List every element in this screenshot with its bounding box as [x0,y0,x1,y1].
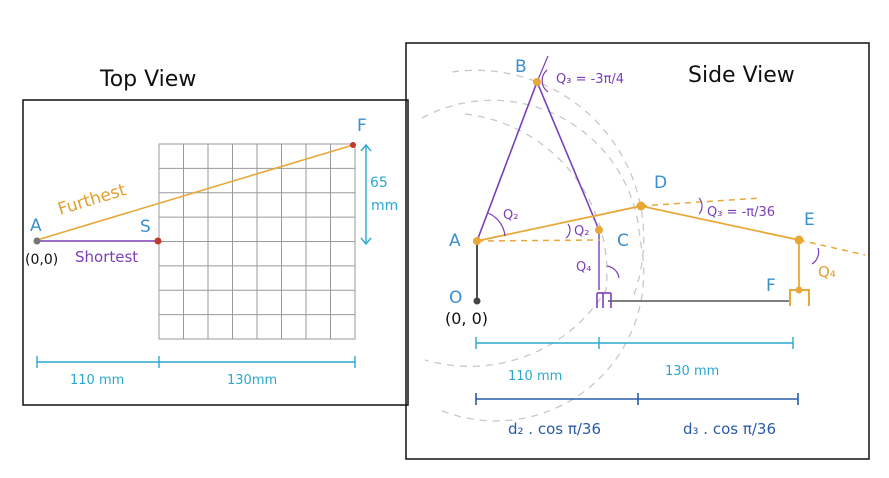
top-dim-left: 110 mm [70,373,124,388]
point-a-dot [473,237,481,245]
side-formula-left: d₂ . cos π/36 [508,420,601,438]
inner-reach-arc [424,113,608,367]
side-dim-right: 130 mm [665,364,719,379]
height-dimension [360,143,372,246]
side-origin-label: (0, 0) [445,309,488,328]
side-point-c-label: C [617,231,629,251]
q4-right-label: Q₄ [818,263,836,281]
point-e-dot [794,235,804,245]
side-formula-right: d₃ . cos π/36 [683,420,776,438]
side-view-panel: Side View [405,42,870,460]
top-point-s-label: S [140,217,151,237]
reach-circles [421,69,645,422]
side-upper-dimension [475,337,794,349]
point-s-dot [154,237,162,245]
top-dim-right: 130mm [227,373,277,388]
side-dim-left: 110 mm [508,369,562,384]
outer-reach-arc [451,69,645,301]
side-view-frame [405,42,870,460]
q4-left-label: Q₄ [576,260,591,275]
point-c-dot [595,226,603,234]
height-value: 65 [370,175,388,191]
side-point-e-label: E [804,210,815,230]
d-extension-dashed [640,197,761,207]
side-point-b-label: B [515,57,527,77]
upper-arm-extension [536,55,549,83]
q3-right-label: Q₃ = -π/36 [707,205,775,220]
q3-top-label: Q₃ = -3π/4 [556,72,624,87]
side-view-title: Side View [688,63,795,88]
point-f-dot [350,142,356,148]
angle-arcs [487,69,820,279]
q4-left-arc [606,265,620,279]
side-point-o-label: O [449,288,462,308]
top-point-a-label: A [30,216,42,236]
q3-top-arc [541,69,549,93]
point-o-dot [473,297,481,305]
top-origin-label: (0,0) [25,252,58,268]
q3-right-arc [698,197,703,215]
top-view-panel: Top View A S F (0,0) Furthest Shortest 6… [22,67,409,406]
furthest-label: Furthest [56,180,129,220]
height-unit: mm [371,198,398,214]
q2-right-label: Q₂ [574,224,589,239]
side-point-f-label: F [766,276,776,296]
workspace-grid [158,143,356,340]
top-point-f-label: F [357,116,367,136]
q2-left-label: Q₂ [503,208,518,223]
side-lower-dimension [475,393,799,405]
point-d-dot [636,201,646,211]
a-horizontal-dashed [476,239,601,242]
q2-right-arc [565,223,571,239]
side-point-d-label: D [654,173,667,193]
gripper-left [596,292,612,308]
bottom-dimension-line [36,356,356,368]
point-b-dot [533,78,541,86]
shortest-label: Shortest [75,248,138,266]
q4-right-arc [811,247,820,265]
top-view-frame [22,99,409,406]
lower-arm-links [476,205,800,290]
q2-left-arc [487,212,506,237]
furthest-line [36,144,354,241]
top-view-title: Top View [99,67,196,92]
side-point-a-label: A [449,231,461,251]
point-a-dot [33,237,41,245]
e-extension-dashed [798,239,866,256]
point-f-dot [795,286,803,294]
